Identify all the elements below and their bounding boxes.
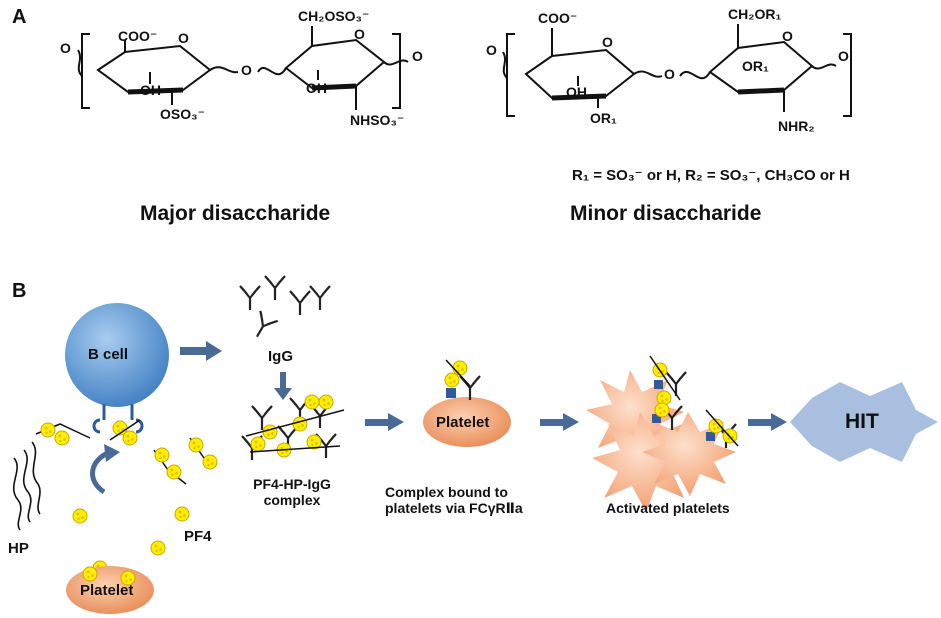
- complex-label-line2: complex: [263, 492, 321, 508]
- panel-a-label: A: [12, 6, 27, 28]
- arrow-down-icon: [274, 372, 292, 400]
- hit-star-shape: [790, 382, 938, 462]
- igg-label: IgG: [268, 348, 293, 365]
- major-link-o: O: [241, 62, 252, 78]
- minor-nh: NHR₂: [778, 118, 815, 134]
- platelet-center-shape: [423, 397, 511, 447]
- minor-or-1: OR₁: [590, 110, 617, 126]
- major-end-o-left: O: [60, 40, 71, 56]
- major-carboxyl: COO⁻: [118, 28, 158, 44]
- panel-b-label: B: [12, 280, 27, 302]
- minor-carboxyl: COO⁻: [538, 10, 578, 26]
- major-ring2-o: O: [354, 26, 365, 42]
- heparin-strands: [12, 441, 41, 531]
- major-ch2: CH₂OSO₃⁻: [298, 8, 370, 24]
- bound-label: Complex bound to platelets via FCγRⅡa: [385, 484, 523, 517]
- arrow-2-icon: [365, 413, 404, 431]
- arrow-1-icon: [180, 341, 222, 361]
- complex-label: PF4-HP-IgG complex: [246, 476, 338, 508]
- curved-arrow-head-icon: [104, 444, 120, 462]
- major-disaccharide-structure: [77, 26, 409, 110]
- b-cell-label: B cell: [88, 346, 129, 363]
- hit-label: HIT: [845, 410, 879, 433]
- pf4-label: PF4: [184, 528, 212, 545]
- major-ring1-o: O: [178, 30, 189, 46]
- arrow-3-icon: [540, 413, 579, 431]
- minor-oh: OH: [566, 84, 587, 100]
- minor-or-2: OR₁: [742, 58, 769, 74]
- minor-caption: Minor disaccharide: [570, 202, 762, 225]
- arrow-4-icon: [748, 413, 787, 431]
- minor-link-o: O: [664, 66, 675, 82]
- b-cell-receptors: [92, 404, 144, 434]
- igg-antibodies: [238, 274, 332, 343]
- major-oh-2: OH: [306, 80, 327, 96]
- bound-complex: [444, 359, 482, 402]
- minor-end-o-left: O: [486, 42, 497, 58]
- b-cell-shape: [65, 303, 169, 407]
- bound-label-line1: Complex bound to: [385, 484, 508, 500]
- bound-label-line2: platelets via FCγRⅡa: [385, 500, 523, 516]
- major-osulf: OSO₃⁻: [160, 106, 205, 122]
- platelet-center-label: Platelet: [436, 414, 490, 431]
- major-end-o-right: O: [412, 48, 423, 64]
- r-group-definition: R₁ = SO₃⁻ or H, R₂ = SO₃⁻, CH₃CO or H: [572, 167, 850, 184]
- major-caption: Major disaccharide: [140, 202, 331, 225]
- major-nh: NHSO₃⁻: [350, 112, 405, 128]
- major-oh-1: OH: [140, 82, 161, 98]
- platelet-bottom-label: Platelet: [80, 582, 134, 599]
- hp-label: HP: [8, 540, 29, 557]
- minor-ring1-o: O: [602, 34, 613, 50]
- minor-ring2-o: O: [782, 28, 793, 44]
- minor-disaccharide-structure: [502, 24, 852, 117]
- minor-ch2: CH₂OR₁: [728, 6, 782, 22]
- pf4-hp-igg-complex-cluster: [240, 394, 345, 462]
- activated-complexes: [649, 355, 739, 450]
- activated-label: Activated platelets: [606, 500, 730, 516]
- minor-end-o-right: O: [838, 48, 849, 64]
- pf4-heparin-particles: [35, 419, 218, 576]
- complex-label-line1: PF4-HP-IgG: [253, 476, 331, 492]
